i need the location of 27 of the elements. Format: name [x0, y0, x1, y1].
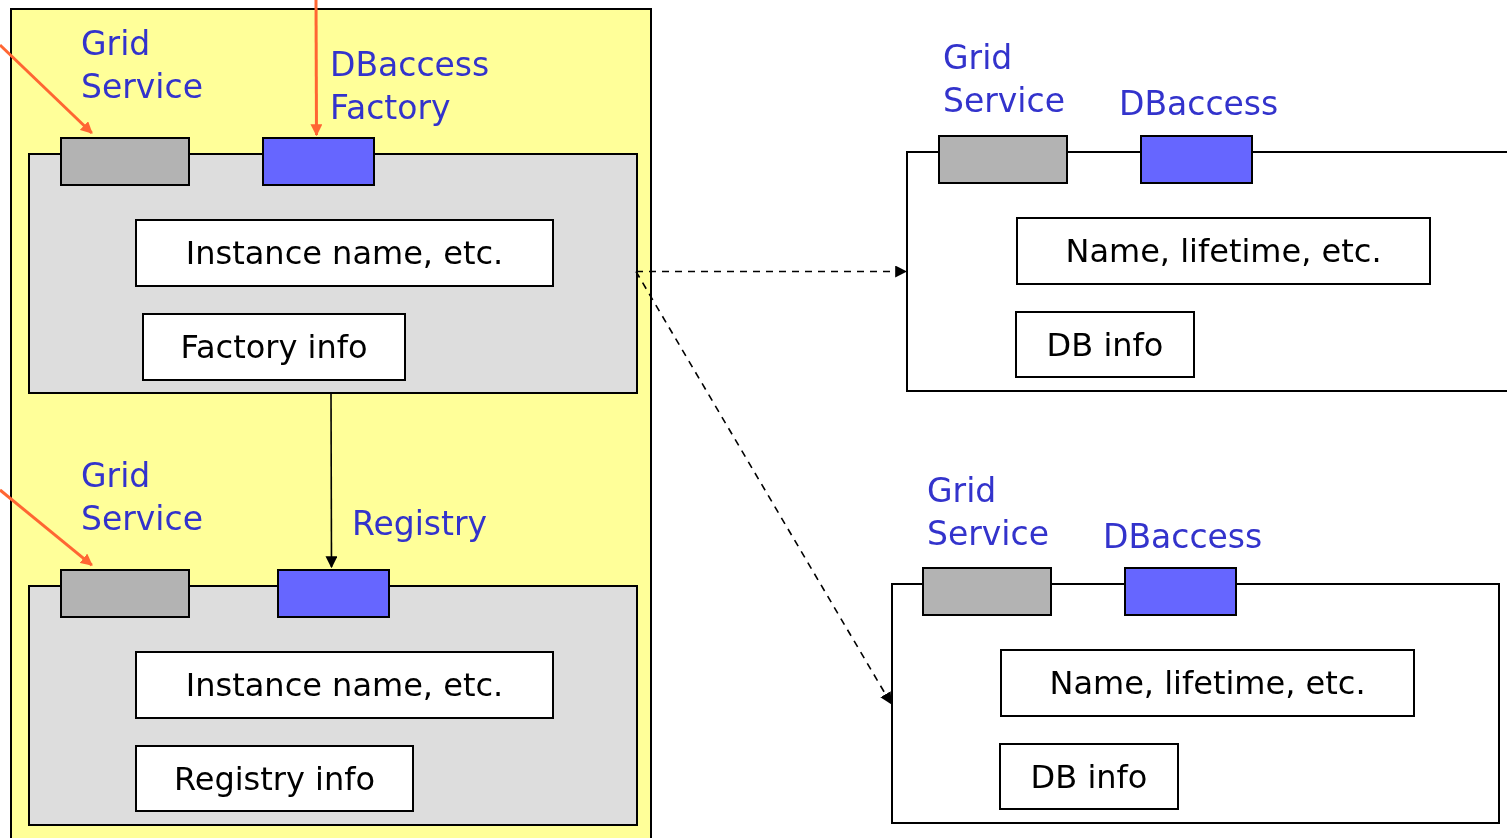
port-label: Grid Service — [81, 455, 204, 540]
arrow — [635, 265, 908, 278]
container-box — [891, 583, 1500, 824]
port-label: Grid Service — [943, 37, 1066, 122]
port-label: Grid Service — [81, 23, 204, 108]
arrow — [310, 0, 323, 137]
port-label: Registry — [352, 503, 489, 545]
text-box: Instance name, etc. — [135, 219, 554, 287]
port-label: DBaccess — [1119, 83, 1280, 125]
text-box: DB info — [999, 743, 1179, 810]
text-box: Name, lifetime, etc. — [1000, 649, 1415, 717]
container-box — [28, 585, 638, 826]
arrow — [635, 270, 892, 705]
text-box: DB info — [1015, 311, 1195, 378]
container-box — [28, 153, 638, 394]
text-box: Instance name, etc. — [135, 651, 554, 719]
arrow — [325, 391, 338, 569]
port-label: Grid Service — [927, 470, 1050, 555]
container-box — [906, 151, 1507, 392]
text-box: Factory info — [142, 313, 406, 381]
arrow — [0, 43, 93, 135]
container-box — [10, 8, 652, 838]
text-box: Registry info — [135, 745, 414, 812]
arrow — [0, 488, 93, 567]
port-label: DBaccess Factory — [330, 44, 491, 129]
text-box: Name, lifetime, etc. — [1016, 217, 1431, 285]
port-label: DBaccess — [1103, 516, 1264, 558]
